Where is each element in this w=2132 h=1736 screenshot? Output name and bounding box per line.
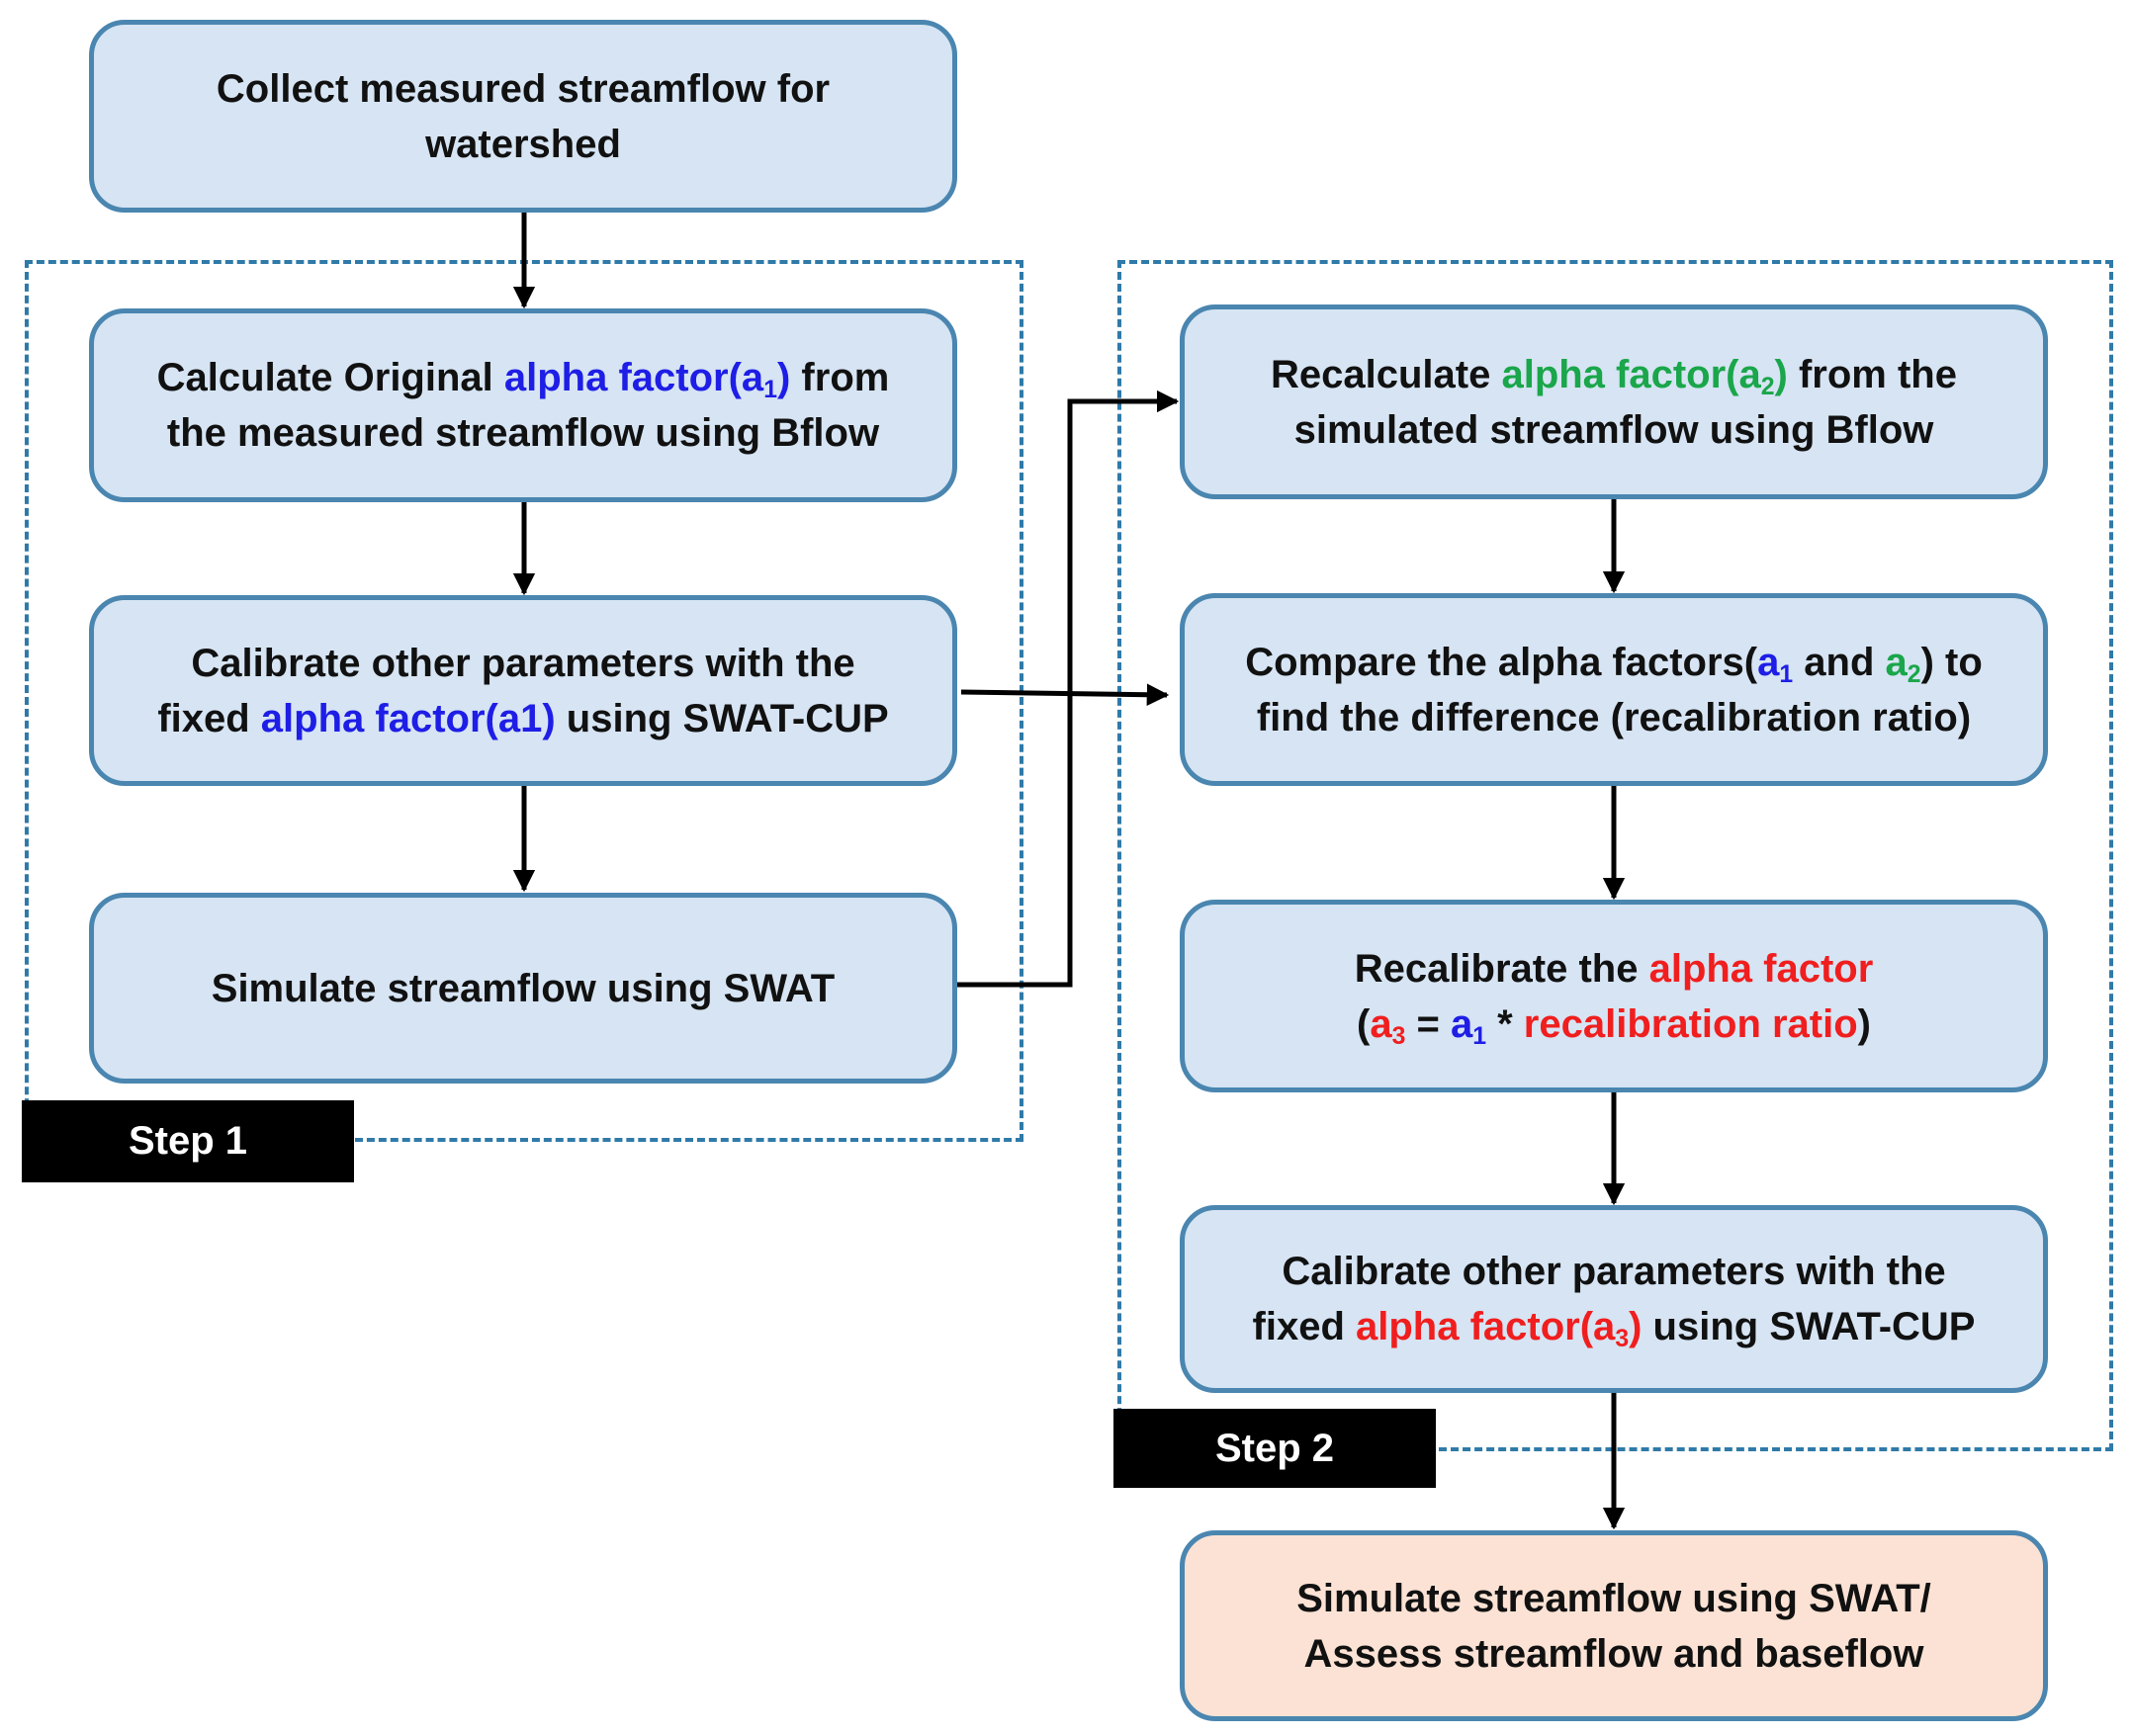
final-line2: Assess streamflow and baseflow <box>1303 1631 1924 1676</box>
collect-line1: Collect measured streamflow for <box>216 66 831 111</box>
final-assess-box: Simulate streamflow using SWAT/ Assess s… <box>1180 1530 2048 1721</box>
alpha-factor-a2-term: alpha factor(a2) <box>1501 352 1788 400</box>
calibrate-a3-box: Calibrate other parameters with the fixe… <box>1180 1205 2048 1393</box>
recalibrate-alpha-box: Recalibrate the alpha factor (a3 = a1 * … <box>1180 900 2048 1092</box>
collect-line2: watershed <box>425 122 621 166</box>
step2-label: Step 2 <box>1113 1409 1436 1488</box>
alpha-factor-a1-term: alpha factor(a1) <box>503 356 791 403</box>
calibrate-a3-line2: fixed alpha factor(a3) using SWAT-CUP <box>1252 1305 1976 1352</box>
compare-a1-term: a1 <box>1757 640 1794 688</box>
compare-line1: Compare the alpha factors(a1 and a2) to <box>1245 640 1983 688</box>
arrow-calibrate-to-compare <box>960 683 1170 706</box>
alpha-factor-red-term: alpha factor <box>1648 946 1874 991</box>
simulate-line1: Simulate streamflow using SWAT <box>211 966 836 1010</box>
recalculate-alpha-box: Recalculate alpha factor(a2) from the si… <box>1180 304 2048 499</box>
a3-term: a3 <box>1370 1001 1406 1050</box>
final-line1: Simulate streamflow using SWAT/ <box>1296 1576 1931 1620</box>
calibrate-a1-line2: fixed alpha factor(a1) using SWAT-CUP <box>157 696 889 740</box>
calc-line1: Calculate Original alpha factor(a1) from <box>156 356 890 403</box>
compare-a2-term: a2 <box>1885 640 1921 688</box>
a1-term: a1 <box>1450 1001 1486 1050</box>
calibrate-a1-line1: Calibrate other parameters with the <box>191 641 855 685</box>
alpha-factor-a3-term: alpha factor(a3) <box>1356 1305 1643 1352</box>
recalc-line2: simulated streamflow using Bflow <box>1293 407 1934 452</box>
simulate-swat-box: Simulate streamflow using SWAT <box>89 893 957 1084</box>
recalibrate-line1: Recalibrate the alpha factor <box>1354 946 1874 991</box>
recalibration-ratio-term: recalibration ratio <box>1523 1001 1858 1046</box>
compare-alpha-box: Compare the alpha factors(a1 and a2) to … <box>1180 593 2048 786</box>
recalibrate-line2: (a3 = a1 * recalibration ratio) <box>1356 1001 1871 1050</box>
collect-streamflow-box: Collect measured streamflow for watershe… <box>89 20 957 213</box>
calc-line2: the measured streamflow using Bflow <box>166 411 880 455</box>
calibrate-a1-box: Calibrate other parameters with the fixe… <box>89 595 957 786</box>
compare-line2: find the difference (recalibration ratio… <box>1256 695 1972 739</box>
calibrate-a3-line1: Calibrate other parameters with the <box>1282 1250 1946 1293</box>
calculate-original-alpha-box: Calculate Original alpha factor(a1) from… <box>89 308 957 502</box>
step1-label: Step 1 <box>22 1100 354 1182</box>
recalc-line1: Recalculate alpha factor(a2) from the <box>1270 352 1957 400</box>
alpha-factor-a1-fixed-term: alpha factor(a1) <box>260 696 556 740</box>
